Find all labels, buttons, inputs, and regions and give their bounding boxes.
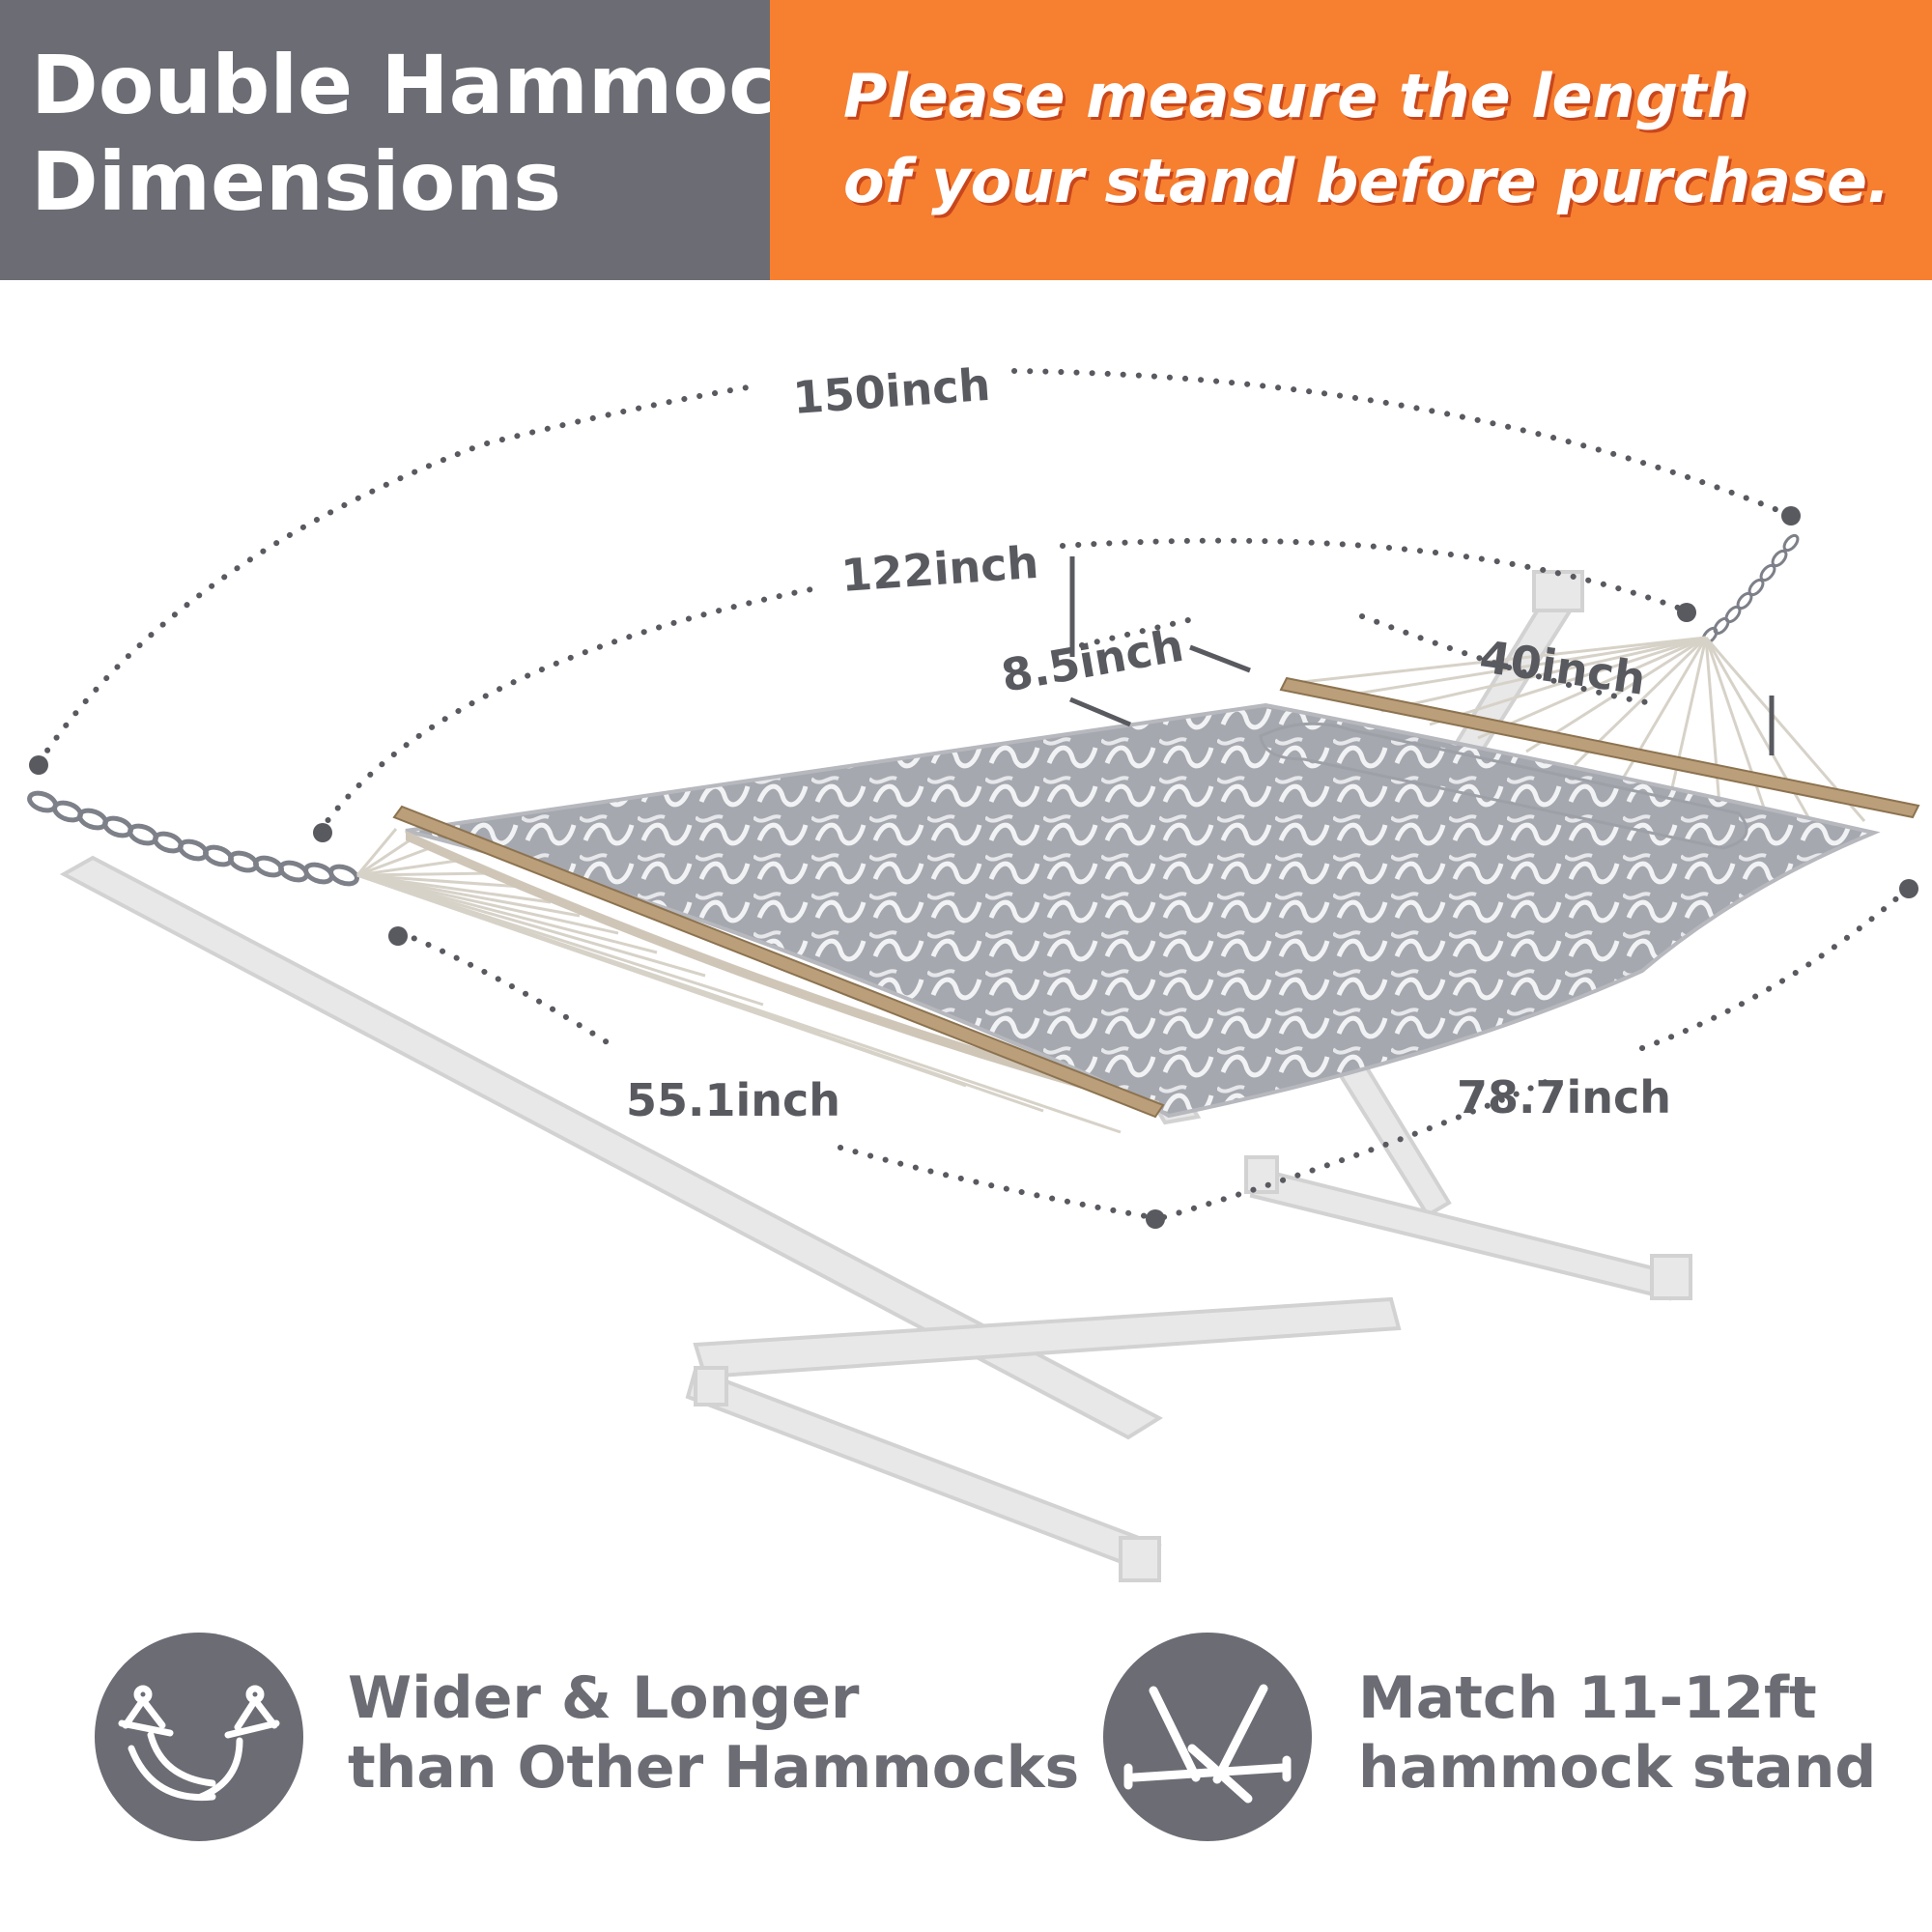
dimension-lines [36,368,1911,1220]
overall-length-label: 150inch [791,358,992,424]
dimension-endpoints [29,506,1918,1229]
hammock-bed [405,702,1881,1119]
pillow [1259,722,1748,850]
bed-length-label: 122inch [839,536,1040,602]
pillow-height-label: 8.5inch [998,619,1188,702]
notice-line-1: Please measure the length [843,61,1749,131]
title-line-1: Double Hammock [31,38,831,132]
hanging-chain-left [27,790,359,887]
hanging-chain-right [1701,533,1800,645]
feature-1-line-2: than Other Hammocks [348,1734,1080,1802]
bed-length-flat-label: 78.7inch [1457,1071,1671,1123]
hammock-stand-icon [1103,1633,1312,1841]
dimension-ticks [1069,556,1775,755]
feature-stand-fit: Match 11-12ft hammock stand [1358,1663,1876,1803]
hammocks-icon [95,1633,303,1841]
feature-1-line-1: Wider & Longer [348,1664,860,1732]
title-banner: Double Hammock Dimensions [0,0,831,280]
feature-2-line-1: Match 11-12ft [1358,1664,1817,1732]
hammock-stand [59,570,1692,1582]
feature-2-line-2: hammock stand [1358,1734,1877,1802]
hammock-dimension-illustration: 150inch 122inch 8.5inch 40inch 55.1inch … [27,358,1920,1582]
bed-width-label: 55.1inch [626,1074,840,1126]
feature-wider-longer: Wider & Longer than Other Hammocks [348,1663,1079,1803]
notice-line-2: of your stand before purchase. [843,146,1890,216]
notice-banner: Please measure the length of your stand … [770,0,1932,280]
title-line-2: Dimensions [31,134,562,229]
spreader-bars [392,676,1920,1119]
